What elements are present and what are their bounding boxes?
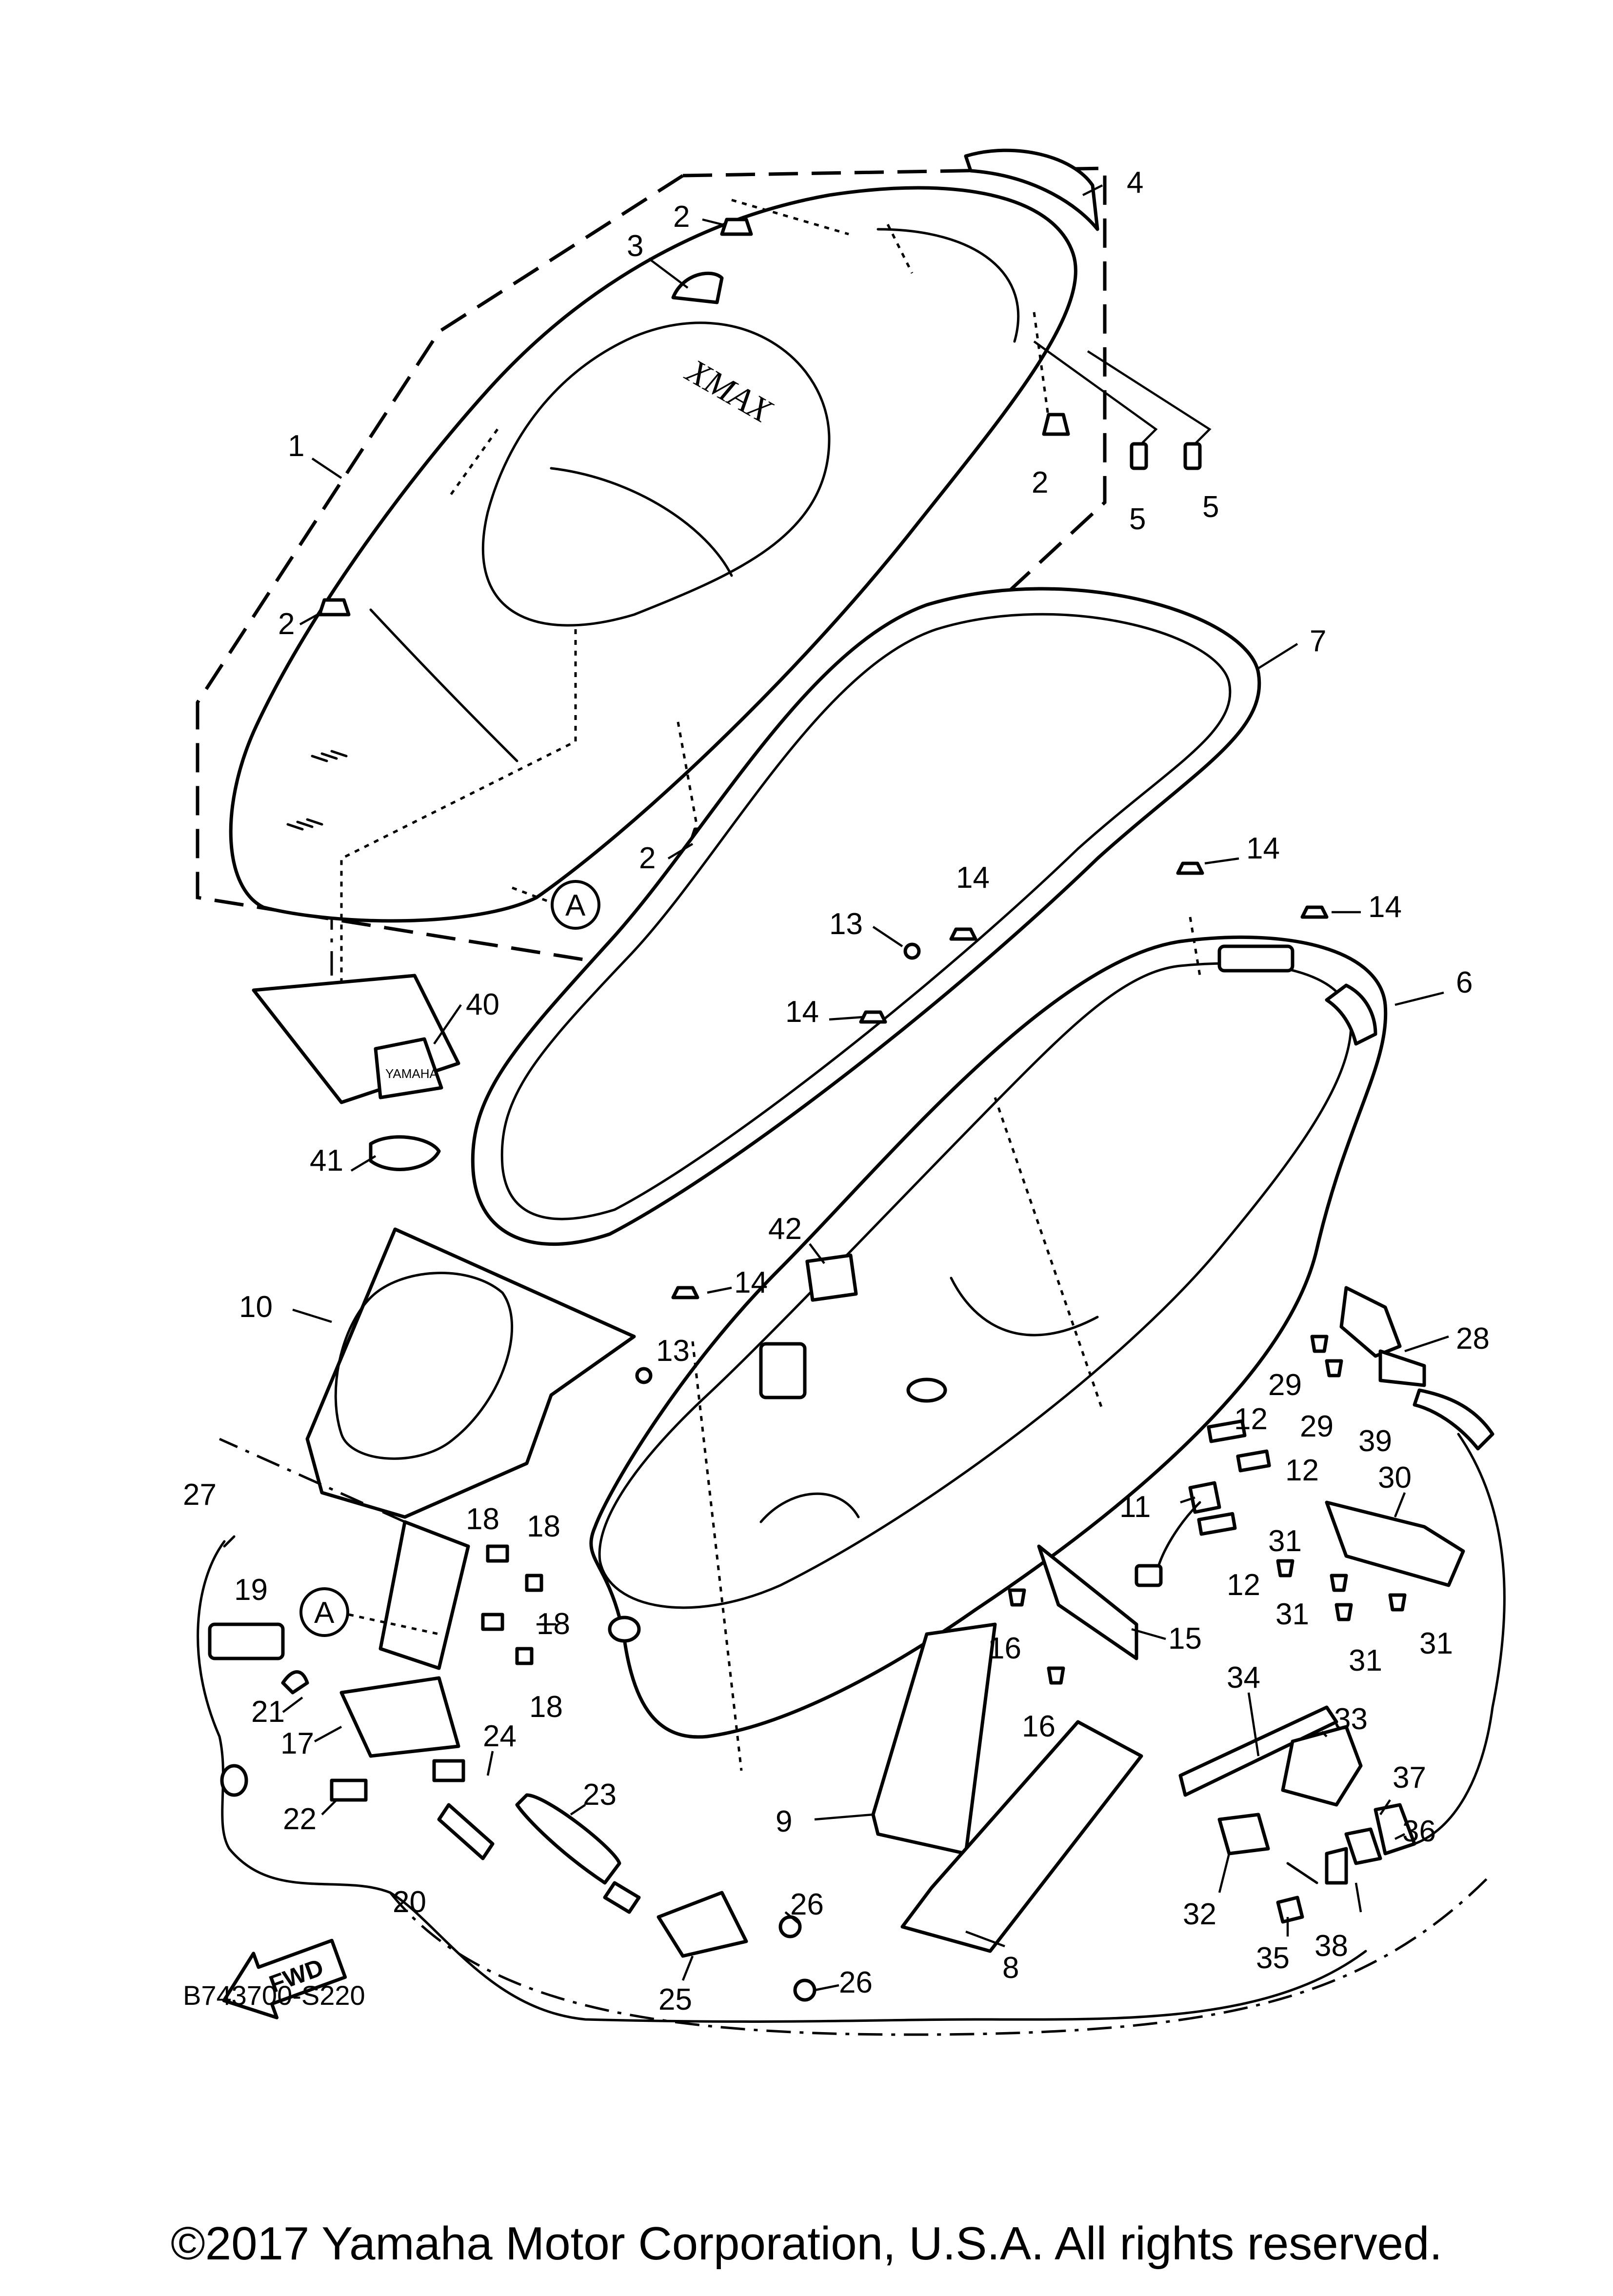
storage-box (589, 917, 1388, 1771)
seat-seal (471, 587, 1261, 1246)
callout-34: 34 (1227, 1661, 1260, 1695)
callout-26: 26 (839, 1966, 873, 1999)
section-markers: A A (299, 880, 600, 1637)
callout-2: 2 (1032, 466, 1048, 499)
callout-37: 37 (1393, 1761, 1426, 1795)
tray-logo: YAMAHA (385, 1066, 438, 1081)
hinge-assembly (208, 1520, 816, 2002)
callout-29: 29 (1268, 1368, 1302, 1402)
callout-18: 18 (529, 1690, 563, 1724)
callout-19: 19 (234, 1573, 268, 1607)
callout-18: 18 (466, 1502, 499, 1536)
callout-1: 1 (288, 429, 304, 463)
callout-12: 12 (1285, 1454, 1319, 1487)
section-marker-a: A (565, 889, 586, 922)
callout-13: 13 (656, 1334, 690, 1368)
callout-33: 33 (1334, 1702, 1368, 1736)
callout-31: 31 (1275, 1597, 1309, 1631)
callout-14: 14 (1246, 832, 1280, 865)
callout-26: 26 (790, 1888, 824, 1921)
callout-12: 12 (1234, 1402, 1268, 1436)
screws (1033, 340, 1212, 470)
callout-5: 5 (1129, 502, 1146, 536)
callout-27: 27 (183, 1478, 217, 1512)
drawing-code: B743700-S220 (183, 1980, 365, 2011)
callout-14: 14 (956, 861, 990, 895)
callout-14: 14 (734, 1266, 768, 1299)
tray-parts: YAMAHA (252, 974, 460, 1171)
section-marker-a: A (314, 1596, 335, 1630)
callout-9: 9 (776, 1805, 792, 1838)
callout-23: 23 (583, 1778, 617, 1812)
callout-41: 41 (310, 1144, 343, 1178)
callout-17: 17 (280, 1727, 314, 1760)
seat-hook (671, 271, 724, 304)
callout-2: 2 (639, 841, 656, 875)
callout-18: 18 (527, 1510, 560, 1543)
callout-2: 2 (673, 200, 690, 234)
callout-42: 42 (768, 1212, 802, 1246)
callout-21: 21 (251, 1695, 285, 1729)
callout-30: 30 (1378, 1461, 1412, 1495)
callout-25: 25 (658, 1983, 692, 2016)
callout-16: 16 (988, 1632, 1021, 1665)
callout-38: 38 (1314, 1929, 1348, 1963)
callout-29: 29 (1300, 1410, 1334, 1443)
copyright-notice: ©2017 Yamaha Motor Corporation, U.S.A. A… (170, 2217, 1443, 2270)
callout-labels: 1 2 2 2 2 3 4 5 5 6 7 8 9 10 11 12 12 12… (183, 166, 1490, 2016)
callout-36: 36 (1402, 1815, 1436, 1848)
fasteners (635, 861, 1407, 1685)
callout-12: 12 (1227, 1568, 1260, 1602)
callout-2: 2 (278, 607, 295, 641)
callout-40: 40 (466, 988, 499, 1021)
cable-route-line (389, 1877, 1489, 2036)
covers (305, 1227, 1143, 1953)
callout-22: 22 (283, 1802, 317, 1836)
callout-31: 31 (1268, 1524, 1302, 1558)
seat-assembly: XMAX (196, 166, 1107, 1000)
callout-13: 13 (829, 907, 863, 941)
callout-35: 35 (1256, 1941, 1290, 1975)
rear-cover (964, 148, 1099, 231)
callout-31: 31 (1419, 1627, 1453, 1660)
callout-14: 14 (1368, 890, 1402, 924)
callout-39: 39 (1358, 1424, 1392, 1458)
callout-11: 11 (1119, 1490, 1151, 1524)
callout-16: 16 (1022, 1710, 1055, 1743)
seat-cable (197, 1535, 1367, 2023)
callout-4: 4 (1127, 166, 1143, 200)
callout-31: 31 (1349, 1644, 1382, 1677)
callout-6: 6 (1456, 966, 1473, 999)
callout-28: 28 (1456, 1322, 1490, 1356)
callout-24: 24 (483, 1719, 517, 1753)
callout-14: 14 (785, 995, 819, 1029)
caution-label (805, 1253, 858, 1302)
callout-18: 18 (537, 1607, 570, 1641)
callout-15: 15 (1168, 1622, 1202, 1656)
callout-10: 10 (239, 1290, 273, 1324)
callout-5: 5 (1202, 490, 1219, 524)
callout-20: 20 (393, 1885, 426, 1919)
callout-7: 7 (1310, 624, 1326, 658)
callout-8: 8 (1002, 1951, 1019, 1985)
callout-32: 32 (1183, 1897, 1216, 1931)
callout-3: 3 (627, 229, 643, 263)
